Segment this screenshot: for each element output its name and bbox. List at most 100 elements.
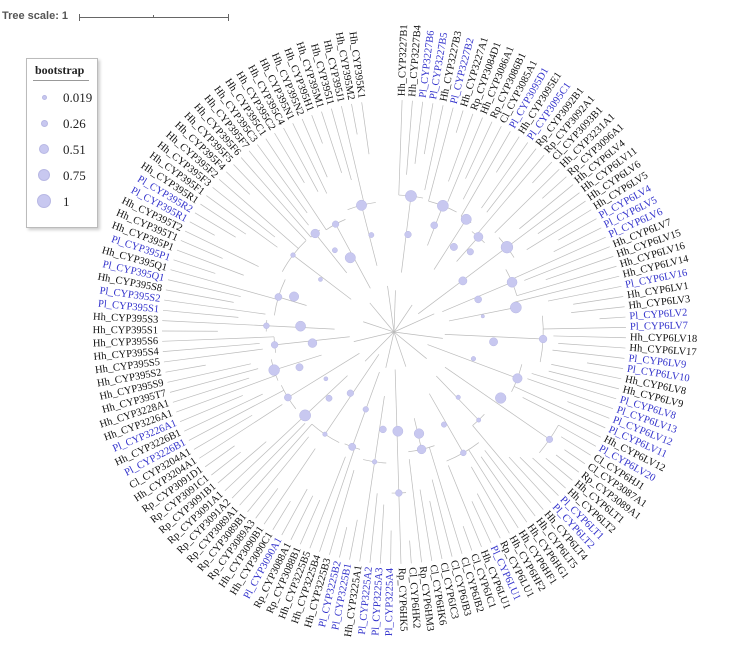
leaf-label: Cl_CYP6HK2: [406, 567, 422, 629]
bootstrap-node: [299, 409, 311, 422]
leaf-branch: [567, 401, 610, 419]
bootstrap-node: [495, 392, 507, 404]
leaf-branch: [225, 171, 251, 195]
leaf-branch: [519, 457, 559, 496]
bootstrap-node: [290, 252, 296, 258]
legend-value: 0.26: [63, 116, 86, 131]
root-branch: [393, 331, 407, 367]
leaf-branch: [224, 415, 306, 492]
leaf-branch: [351, 103, 358, 135]
leaf-branch: [465, 121, 493, 179]
legend-entry: 1: [27, 189, 97, 215]
leaf-branch: [239, 423, 313, 506]
leaf-branch: [573, 296, 624, 305]
root-branch: [387, 285, 395, 333]
bootstrap-node: [460, 449, 467, 457]
leaf-branch: [537, 200, 586, 234]
bootstrap-node: [263, 322, 270, 329]
leaf-label: Pl_CYP3225A3: [370, 567, 385, 636]
leaf-branch: [163, 348, 263, 363]
leaf-branch: [423, 103, 434, 155]
leaf-branch: [480, 456, 528, 523]
bootstrap-node: [344, 252, 356, 264]
root-branch: [393, 331, 443, 339]
leaf-branch: [172, 377, 250, 403]
leaf-branch: [359, 461, 375, 562]
leaf-branch: [170, 269, 278, 300]
leaf-branch: [379, 504, 385, 564]
leaf-branch: [272, 500, 291, 531]
root-branch: [364, 331, 395, 362]
root-branch: [393, 313, 435, 333]
leaf-branch: [516, 265, 617, 297]
leaf-branch: [274, 132, 305, 183]
leaf-branch: [341, 105, 365, 205]
leaf-branch: [173, 259, 216, 274]
leaf-branch: [526, 209, 592, 251]
leaf-branch: [447, 117, 483, 202]
legend-value: 0.75: [63, 168, 86, 183]
leaf-branch: [455, 110, 464, 133]
root-branch: [353, 331, 395, 342]
tree-scale-label: Tree scale: 1: [2, 10, 69, 22]
bootstrap-node: [413, 428, 425, 439]
leaf-branch: [240, 157, 312, 238]
bootstrap-node: [489, 337, 498, 347]
leaf-branch: [424, 105, 444, 191]
leaf-branch: [558, 218, 597, 241]
leaf-branch: [408, 459, 422, 563]
leaf-branch: [257, 144, 308, 214]
leaf-branch: [248, 150, 309, 226]
leaf-branch: [255, 488, 279, 519]
internal-branch: [287, 353, 360, 398]
bootstrap-node: [307, 338, 318, 348]
leaf-branch: [212, 187, 276, 238]
leaf-label: Hh_CYP6LV17: [629, 343, 697, 359]
leaf-branch: [519, 184, 574, 230]
root-branch: [393, 304, 413, 333]
leaf-branch: [508, 456, 552, 504]
leaf-branch: [462, 526, 473, 551]
leaf-branch: [431, 479, 453, 557]
leaf-branch: [165, 364, 206, 373]
leaf-branch: [311, 114, 323, 144]
leaf-branch: [514, 275, 620, 303]
leaf-branch: [211, 451, 241, 476]
legend-value: 1: [63, 194, 70, 209]
leaf-branch: [514, 236, 606, 279]
leaf-branch: [265, 138, 327, 230]
bootstrap-legend: bootstrap 0.019 0.26 0.51 0.75 1: [26, 58, 98, 228]
bootstrap-node: [500, 241, 514, 254]
leaf-branch: [543, 327, 626, 330]
bootstrap-node: [460, 213, 472, 225]
bootstrap-node: [546, 435, 554, 443]
leaf-branch: [586, 362, 624, 369]
root-branch: [385, 331, 395, 368]
bootstrap-node: [470, 356, 477, 362]
leaf-branch: [558, 343, 626, 349]
bootstrap-node: [318, 277, 323, 282]
leaf-branch: [398, 492, 402, 564]
leaf-label: Rp_CYP6HK5: [396, 568, 409, 632]
leaf-branch: [165, 289, 234, 303]
leaf-branch: [460, 131, 511, 217]
leaf-branch: [524, 246, 610, 281]
leaf-branch: [513, 386, 606, 429]
bootstrap-node: [322, 431, 328, 437]
leaf-branch: [361, 102, 370, 155]
leaf-branch: [176, 375, 277, 413]
internal-branch: [304, 375, 348, 416]
bootstrap-node: [512, 373, 523, 384]
bootstrap-node: [538, 334, 548, 344]
leaf-branch: [281, 488, 308, 536]
bootstrap-node: [395, 489, 403, 497]
legend-entry: 0.26: [27, 111, 97, 137]
legend-value: 0.51: [63, 142, 86, 157]
bootstrap-node: [510, 301, 522, 314]
bootstrap-node: [289, 291, 300, 302]
leaf-branch: [472, 425, 544, 510]
root-branch: [393, 331, 427, 359]
bootstrap-node: [323, 376, 329, 382]
leaf-branch: [309, 456, 346, 549]
